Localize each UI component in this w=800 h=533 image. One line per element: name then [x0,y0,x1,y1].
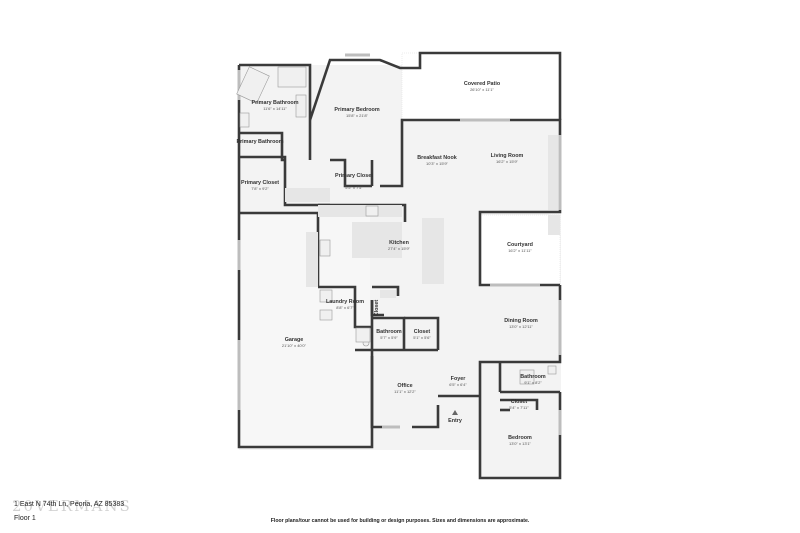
kitchen-island [352,222,402,258]
dims-laundry-room: 8'8" x 6'7" [336,305,354,310]
label-courtyard: Courtyard [507,242,533,248]
label-entry: Entry [448,418,462,424]
label-primary-bathroom-2: Primary Bathroom [236,139,283,145]
vanity [295,94,307,118]
label-laundry-room: Laundry Room [326,299,364,305]
garage-floor [240,215,370,447]
dims-primary-bedroom: 15'8" x 21'8" [346,113,369,118]
bath-vanity [355,327,371,343]
label-garage: Garage [285,337,304,343]
label-primary-closet: Primary Closet [241,180,279,186]
label-primary-bedroom: Primary Bedroom [334,107,379,113]
courtyard-area [479,214,561,286]
label-foyer: Foyer [451,376,467,382]
living-wall-counter [548,215,560,235]
toilet [239,112,250,128]
label-primary-closet-2: Primary Closet [335,173,373,179]
label-bathroom-1: Bathroom [376,329,402,335]
closet-shelf [285,188,330,202]
dims-primary-closet: 7'8" x 9'2" [251,186,269,191]
dims-primary-closet-2: 5'5" x 7'5" [345,185,363,190]
kitchen-counter-left [306,232,318,287]
range [319,239,331,257]
label-dining-room: Dining Room [504,318,538,324]
floor-label: Floor 1 [14,515,36,522]
label-covered-patio: Covered Patio [464,81,501,87]
watermark: 20VERMANS [12,497,132,515]
label-bedroom: Bedroom [508,435,532,441]
dims-bedroom: 13'0" x 13'1" [509,441,532,446]
dryer [319,309,333,321]
label-primary-bathroom: Primary Bathroom [251,100,298,106]
dims-primary-bathroom: 11'6" x 14'11" [263,106,287,111]
shower [277,66,307,88]
label-breakfast-nook: Breakfast Nook [417,155,457,161]
patio-area [401,52,561,121]
label-closet-1: Closet [414,329,431,335]
label-closet-small: Closet [374,300,380,317]
laundry-shelf [380,290,396,298]
dims-office: 11'1" x 12'2" [394,389,416,394]
dims-bathroom-1: 5'7" x 5'9" [380,335,398,340]
label-living-room: Living Room [491,153,524,159]
label-closet-2: Closet [511,399,528,405]
kitchen-counter-top [318,205,402,217]
washer [319,289,333,303]
sink [365,205,379,217]
dims-covered-patio: 26'10" x 11'1" [470,87,494,92]
dims-courtyard: 16'2" x 11'11" [508,248,532,253]
disclaimer-text: Floor plans/tour cannot be used for buil… [270,518,530,524]
dims-foyer: 6'5" x 6'4" [449,382,467,387]
bath2-shower [519,369,535,385]
kitchen-counter-right [422,218,444,284]
dims-garage: 21'10" x 40'0" [282,343,307,348]
living-wall-shelf [548,135,558,210]
address-text: 1 East N 74th Ln, Peoria, AZ 85383 [14,501,125,508]
label-office: Office [397,383,412,389]
dims-dining-room: 13'0" x 12'11" [509,324,533,329]
dims-kitchen: 27'4" x 15'9" [388,246,411,251]
bathtub [236,66,270,104]
label-bathroom-2: Bathroom [520,374,546,380]
room-labels: Covered Patio 26'10" x 11'1" Primary Bed… [236,81,545,446]
dims-bathroom-2: 9'1" x 8'2" [524,380,542,385]
bath2-toilet [547,365,557,375]
dims-living-room: 16'2" x 15'9" [496,159,519,164]
fixtures [236,66,560,385]
dims-breakfast-nook: 10'3" x 15'9" [426,161,449,166]
entry-arrow-icon [452,410,458,415]
dims-closet-1: 5'1" x 5'6" [413,335,431,340]
label-kitchen: Kitchen [389,240,409,246]
dims-closet-2: 5'4" x 7'11" [509,405,529,410]
